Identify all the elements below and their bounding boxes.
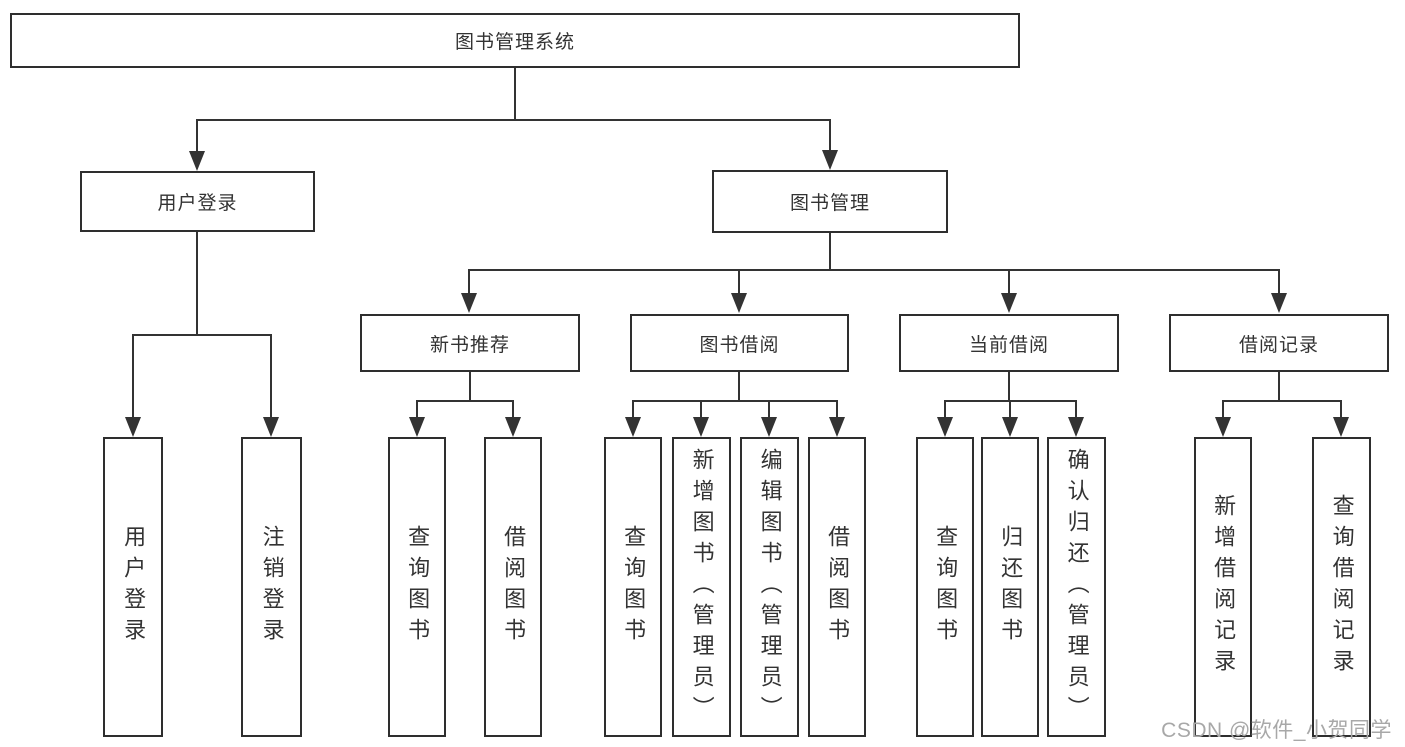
leaf-cb-return-books-label: 归还图书 [998,525,1024,649]
connector-line [700,400,702,417]
arrowhead-down-icon [409,417,425,437]
leaf-nbr-borrow-books-label: 借阅图书 [501,525,527,649]
leaf-cb-return-books: 归还图书 [981,437,1039,737]
connector-line [829,233,831,270]
connector-line [829,119,831,151]
leaf-bb-edit-books-admin: 编辑图书（管理员） [740,437,799,737]
arrowhead-down-icon [125,417,141,437]
connector-line [1009,400,1011,417]
connector-line [132,334,134,417]
connector-line [1340,400,1342,417]
leaf-nbr-query-books-label: 查询图书 [405,525,431,649]
leaf-user-login: 用户登录 [103,437,163,737]
connector-line [1278,372,1280,402]
connector-line [132,334,272,336]
leaf-logout: 注销登录 [241,437,302,737]
connector-line [416,400,514,402]
arrowhead-down-icon [822,150,838,170]
connector-line [1075,400,1077,417]
leaf-nbr-query-books: 查询图书 [388,437,446,737]
node-current-borrow: 当前借阅 [899,314,1119,372]
arrowhead-down-icon [1002,417,1018,437]
arrowhead-down-icon [461,293,477,313]
connector-line [468,269,1280,271]
connector-line [632,400,634,417]
connector-line [514,68,516,120]
connector-line [1008,372,1010,402]
leaf-logout-label: 注销登录 [259,525,285,649]
connector-line [196,119,198,151]
leaf-bb-query-books: 查询图书 [604,437,662,737]
connector-line [512,400,514,417]
leaf-bb-borrow-books: 借阅图书 [808,437,866,737]
leaf-user-login-label: 用户登录 [121,525,147,649]
node-book-management: 图书管理 [712,170,948,233]
connector-line [768,400,770,417]
connector-line [738,372,740,402]
connector-line [944,400,946,417]
arrowhead-down-icon [1215,417,1231,437]
arrowhead-down-icon [1271,293,1287,313]
arrowhead-down-icon [1068,417,1084,437]
arrowhead-down-icon [625,417,641,437]
arrowhead-down-icon [731,293,747,313]
leaf-cb-query-books: 查询图书 [916,437,974,737]
leaf-bb-add-books-admin-label: 新增图书（管理员） [689,447,715,727]
connector-line [1222,400,1342,402]
arrowhead-down-icon [189,151,205,171]
csdn-watermark: CSDN @软件_小贺同学 [1161,719,1392,742]
arrowhead-down-icon [1001,293,1017,313]
leaf-cb-confirm-return-admin-label: 确认归还（管理员） [1064,447,1090,727]
leaf-bb-edit-books-admin-label: 编辑图书（管理员） [757,447,783,727]
connector-line [738,269,740,293]
node-user-login: 用户登录 [80,171,315,232]
connector-line [469,372,471,402]
arrowhead-down-icon [829,417,845,437]
connector-line [196,119,831,121]
leaf-bb-borrow-books-label: 借阅图书 [825,525,851,649]
leaf-br-query-record-label: 查询借阅记录 [1329,494,1355,680]
arrowhead-down-icon [263,417,279,437]
leaf-cb-query-books-label: 查询图书 [933,525,959,649]
leaf-br-add-record: 新增借阅记录 [1194,437,1252,737]
node-borrow-records: 借阅记录 [1169,314,1389,372]
connector-line [196,232,198,335]
arrowhead-down-icon [937,417,953,437]
node-new-book-recommend: 新书推荐 [360,314,580,372]
connector-line [836,400,838,417]
connector-line [1222,400,1224,417]
connector-line [468,269,470,293]
arrowhead-down-icon [1333,417,1349,437]
connector-line [1008,269,1010,293]
arrowhead-down-icon [693,417,709,437]
arrowhead-down-icon [761,417,777,437]
node-root-library-management-system: 图书管理系统 [10,13,1020,68]
leaf-bb-add-books-admin: 新增图书（管理员） [672,437,731,737]
leaf-br-query-record: 查询借阅记录 [1312,437,1371,737]
connector-line [270,334,272,417]
node-book-borrow: 图书借阅 [630,314,849,372]
leaf-br-add-record-label: 新增借阅记录 [1211,494,1237,680]
connector-line [632,400,838,402]
leaf-nbr-borrow-books: 借阅图书 [484,437,542,737]
arrowhead-down-icon [505,417,521,437]
leaf-cb-confirm-return-admin: 确认归还（管理员） [1047,437,1106,737]
connector-line [1278,269,1280,293]
leaf-bb-query-books-label: 查询图书 [621,525,647,649]
connector-line [416,400,418,417]
